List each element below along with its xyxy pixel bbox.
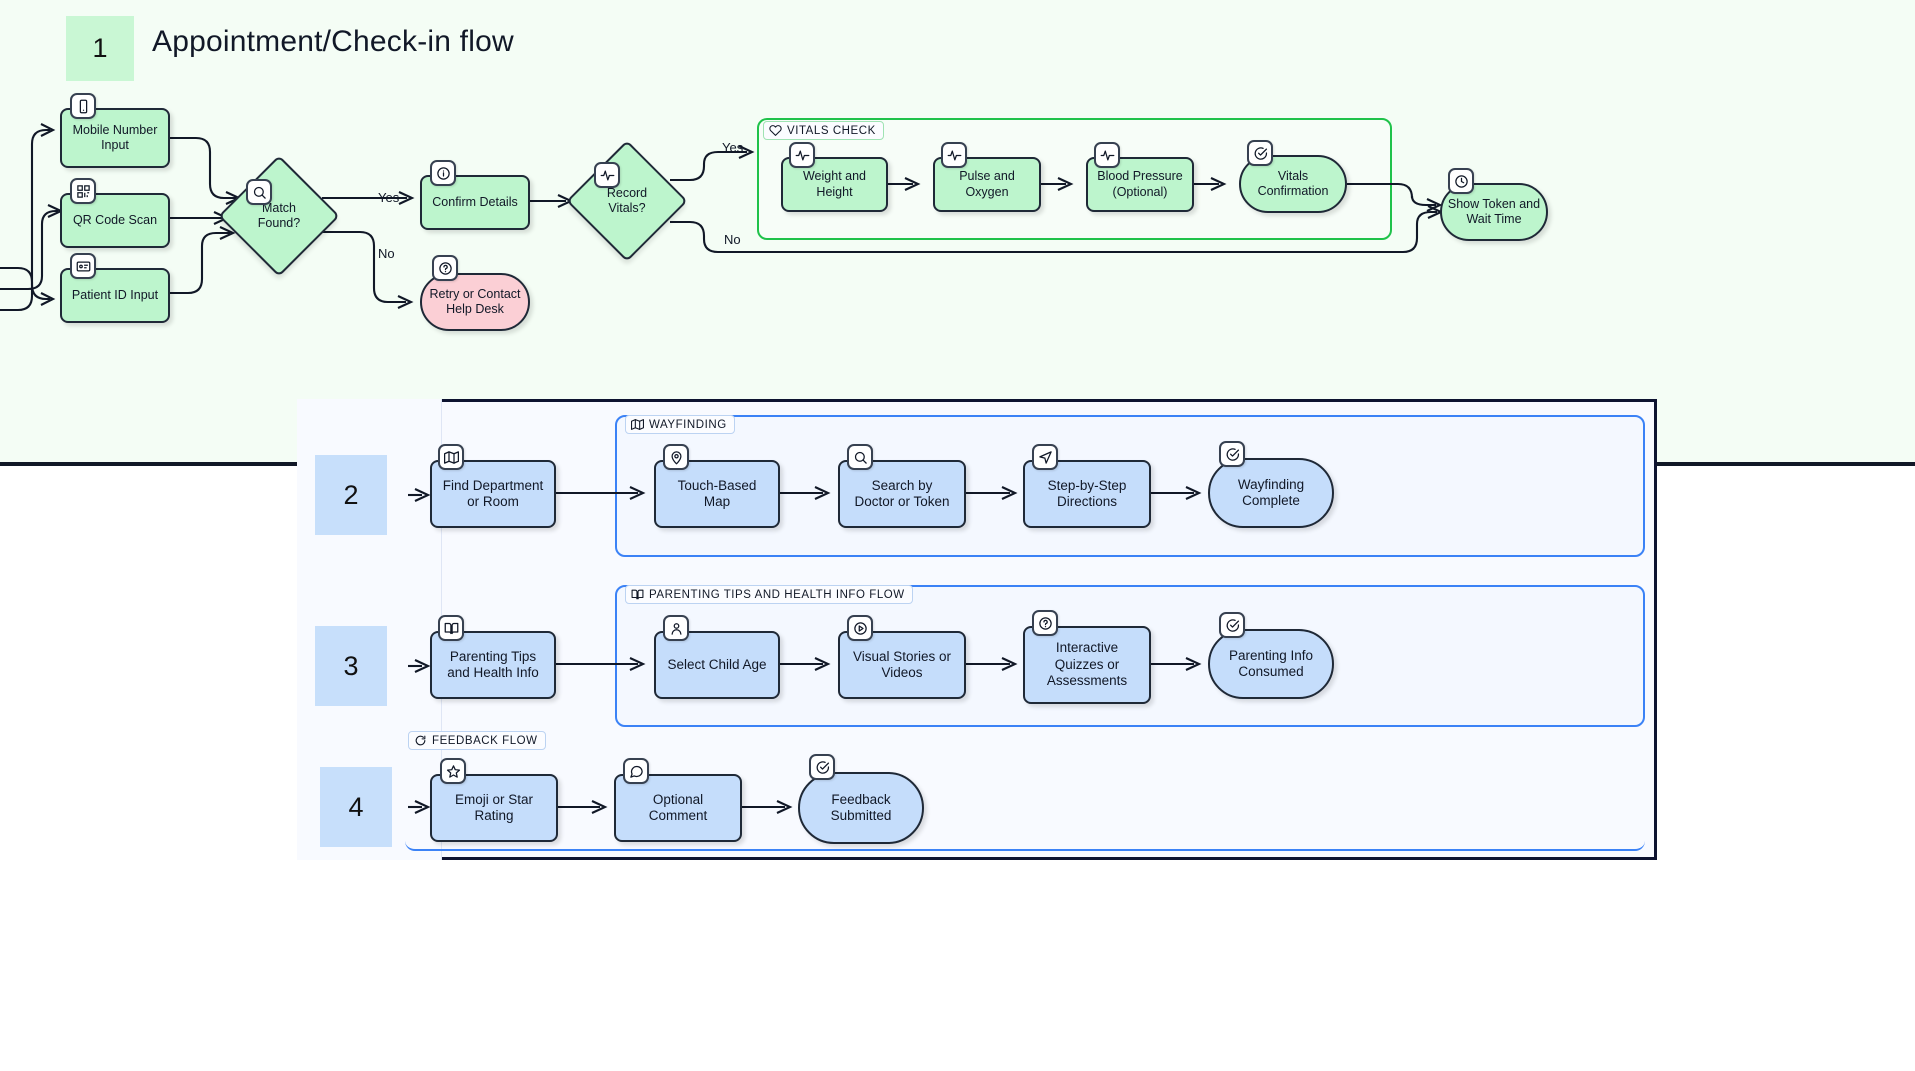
pulse-icon [789, 142, 815, 168]
qrcode-icon [70, 178, 96, 204]
node-label: Pulse and Oxygen [959, 169, 1015, 199]
check-circle-icon [1219, 441, 1245, 467]
pulse-icon [1094, 142, 1120, 168]
node-record-vitals[interactable]: Record Vitals? [566, 140, 688, 262]
question-icon [432, 255, 458, 281]
section-4-number-badge: 4 [320, 767, 392, 847]
edge-label-match-no: No [378, 246, 395, 261]
refresh-icon [414, 734, 427, 747]
pulse-icon [941, 142, 967, 168]
edge-label-match-yes: Yes [378, 190, 400, 205]
node-label: Visual Stories or Videos [852, 648, 952, 680]
node-wayfinding-complete[interactable]: Wayfinding Complete [1208, 458, 1334, 528]
heart-icon [769, 124, 782, 137]
question-icon [1032, 610, 1058, 636]
node-label: Patient ID Input [71, 287, 159, 302]
node-feedback-submitted[interactable]: Feedback Submitted [798, 772, 924, 844]
section-1-title: Appointment/Check-in flow [152, 25, 514, 58]
section-2-number-badge: 2 [315, 455, 387, 535]
node-label: Wayfinding Complete [1237, 476, 1305, 508]
node-retry-or-contact-help-desk[interactable]: Retry or Contact Help Desk [420, 273, 530, 331]
node-label: Record Vitals? [606, 185, 648, 215]
star-icon [440, 758, 466, 784]
node-label: Weight and Height [802, 169, 866, 199]
node-label: Mobile Number Input [72, 122, 158, 152]
node-label: Step-by-Step Directions [1047, 477, 1127, 509]
search-icon [847, 444, 873, 470]
node-search-by-doctor-or-token[interactable]: Search by Doctor or Token [838, 460, 966, 528]
node-label: Confirm Details [432, 194, 518, 209]
section-appointment-checkin-flow: 1 Appointment/Check-in flow VITALS CHECK [0, 0, 1915, 466]
node-vitals-confirmation[interactable]: Vitals Confirmation [1239, 155, 1347, 213]
node-interactive-quizzes-or-assessments[interactable]: Interactive Quizzes or Assessments [1023, 626, 1151, 704]
node-label: Find Department or Room [442, 477, 544, 509]
node-parenting-info-consumed[interactable]: Parenting Info Consumed [1208, 629, 1334, 699]
check-circle-icon [1247, 140, 1273, 166]
navigation-icon [1032, 444, 1058, 470]
search-icon [246, 179, 272, 205]
node-emoji-or-star-rating[interactable]: Emoji or Star Rating [430, 774, 558, 842]
edge-label-vitals-yes: Yes [722, 140, 744, 155]
cluster-feedback-flow [405, 731, 1645, 851]
section-1-number-badge: 1 [66, 16, 134, 81]
id-card-icon [70, 253, 96, 279]
node-label: Parenting Tips and Health Info [447, 648, 539, 680]
map-icon [631, 418, 644, 431]
node-label: Search by Doctor or Token [854, 477, 950, 509]
node-touch-based-map[interactable]: Touch-Based Map [654, 460, 780, 528]
book-icon [438, 615, 464, 641]
node-label: Emoji or Star Rating [454, 791, 534, 823]
node-find-department-or-room[interactable]: Find Department or Room [430, 460, 556, 528]
node-label: Blood Pressure (Optional) [1097, 169, 1183, 199]
pulse-icon [594, 162, 620, 188]
play-circle-icon [847, 615, 873, 641]
phone-icon [70, 93, 96, 119]
check-circle-icon [809, 754, 835, 780]
comment-icon [623, 758, 649, 784]
cluster-parenting-label: PARENTING TIPS AND HEALTH INFO FLOW [625, 585, 913, 604]
map-pin-icon [663, 444, 689, 470]
node-step-by-step-directions[interactable]: Step-by-Step Directions [1023, 460, 1151, 528]
node-label: QR Code Scan [72, 212, 158, 227]
node-parenting-tips-and-health-info[interactable]: Parenting Tips and Health Info [430, 631, 556, 699]
cluster-wayfinding-label: WAYFINDING [625, 415, 735, 434]
node-label: Retry or Contact Help Desk [429, 286, 521, 316]
node-label: Feedback Submitted [830, 791, 892, 823]
clock-icon [1448, 168, 1474, 194]
node-label: Show Token and Wait Time [1447, 196, 1541, 226]
edge-label-vitals-no: No [724, 232, 741, 247]
node-label: Touch-Based Map [677, 477, 757, 509]
node-label: Vitals Confirmation [1257, 168, 1329, 198]
node-match-found[interactable]: Match Found? [218, 155, 340, 277]
cluster-vitals-check-label: VITALS CHECK [763, 121, 884, 140]
user-icon [663, 615, 689, 641]
check-circle-icon [1219, 612, 1245, 638]
node-label: Select Child Age [667, 656, 767, 672]
section-3-number-badge: 3 [315, 626, 387, 706]
node-label: Parenting Info Consumed [1228, 647, 1314, 679]
map-icon [438, 444, 464, 470]
node-label: Interactive Quizzes or Assessments [1046, 640, 1128, 689]
node-label: Optional Comment [648, 791, 708, 823]
book-icon [631, 588, 644, 601]
node-label: Match Found? [257, 200, 301, 230]
cluster-feedback-label: FEEDBACK FLOW [408, 731, 546, 750]
node-optional-comment[interactable]: Optional Comment [614, 774, 742, 842]
node-visual-stories-or-videos[interactable]: Visual Stories or Videos [838, 631, 966, 699]
info-icon [430, 160, 456, 186]
node-pulse-and-oxygen[interactable]: Pulse and Oxygen [933, 157, 1041, 212]
node-select-child-age[interactable]: Select Child Age [654, 631, 780, 699]
